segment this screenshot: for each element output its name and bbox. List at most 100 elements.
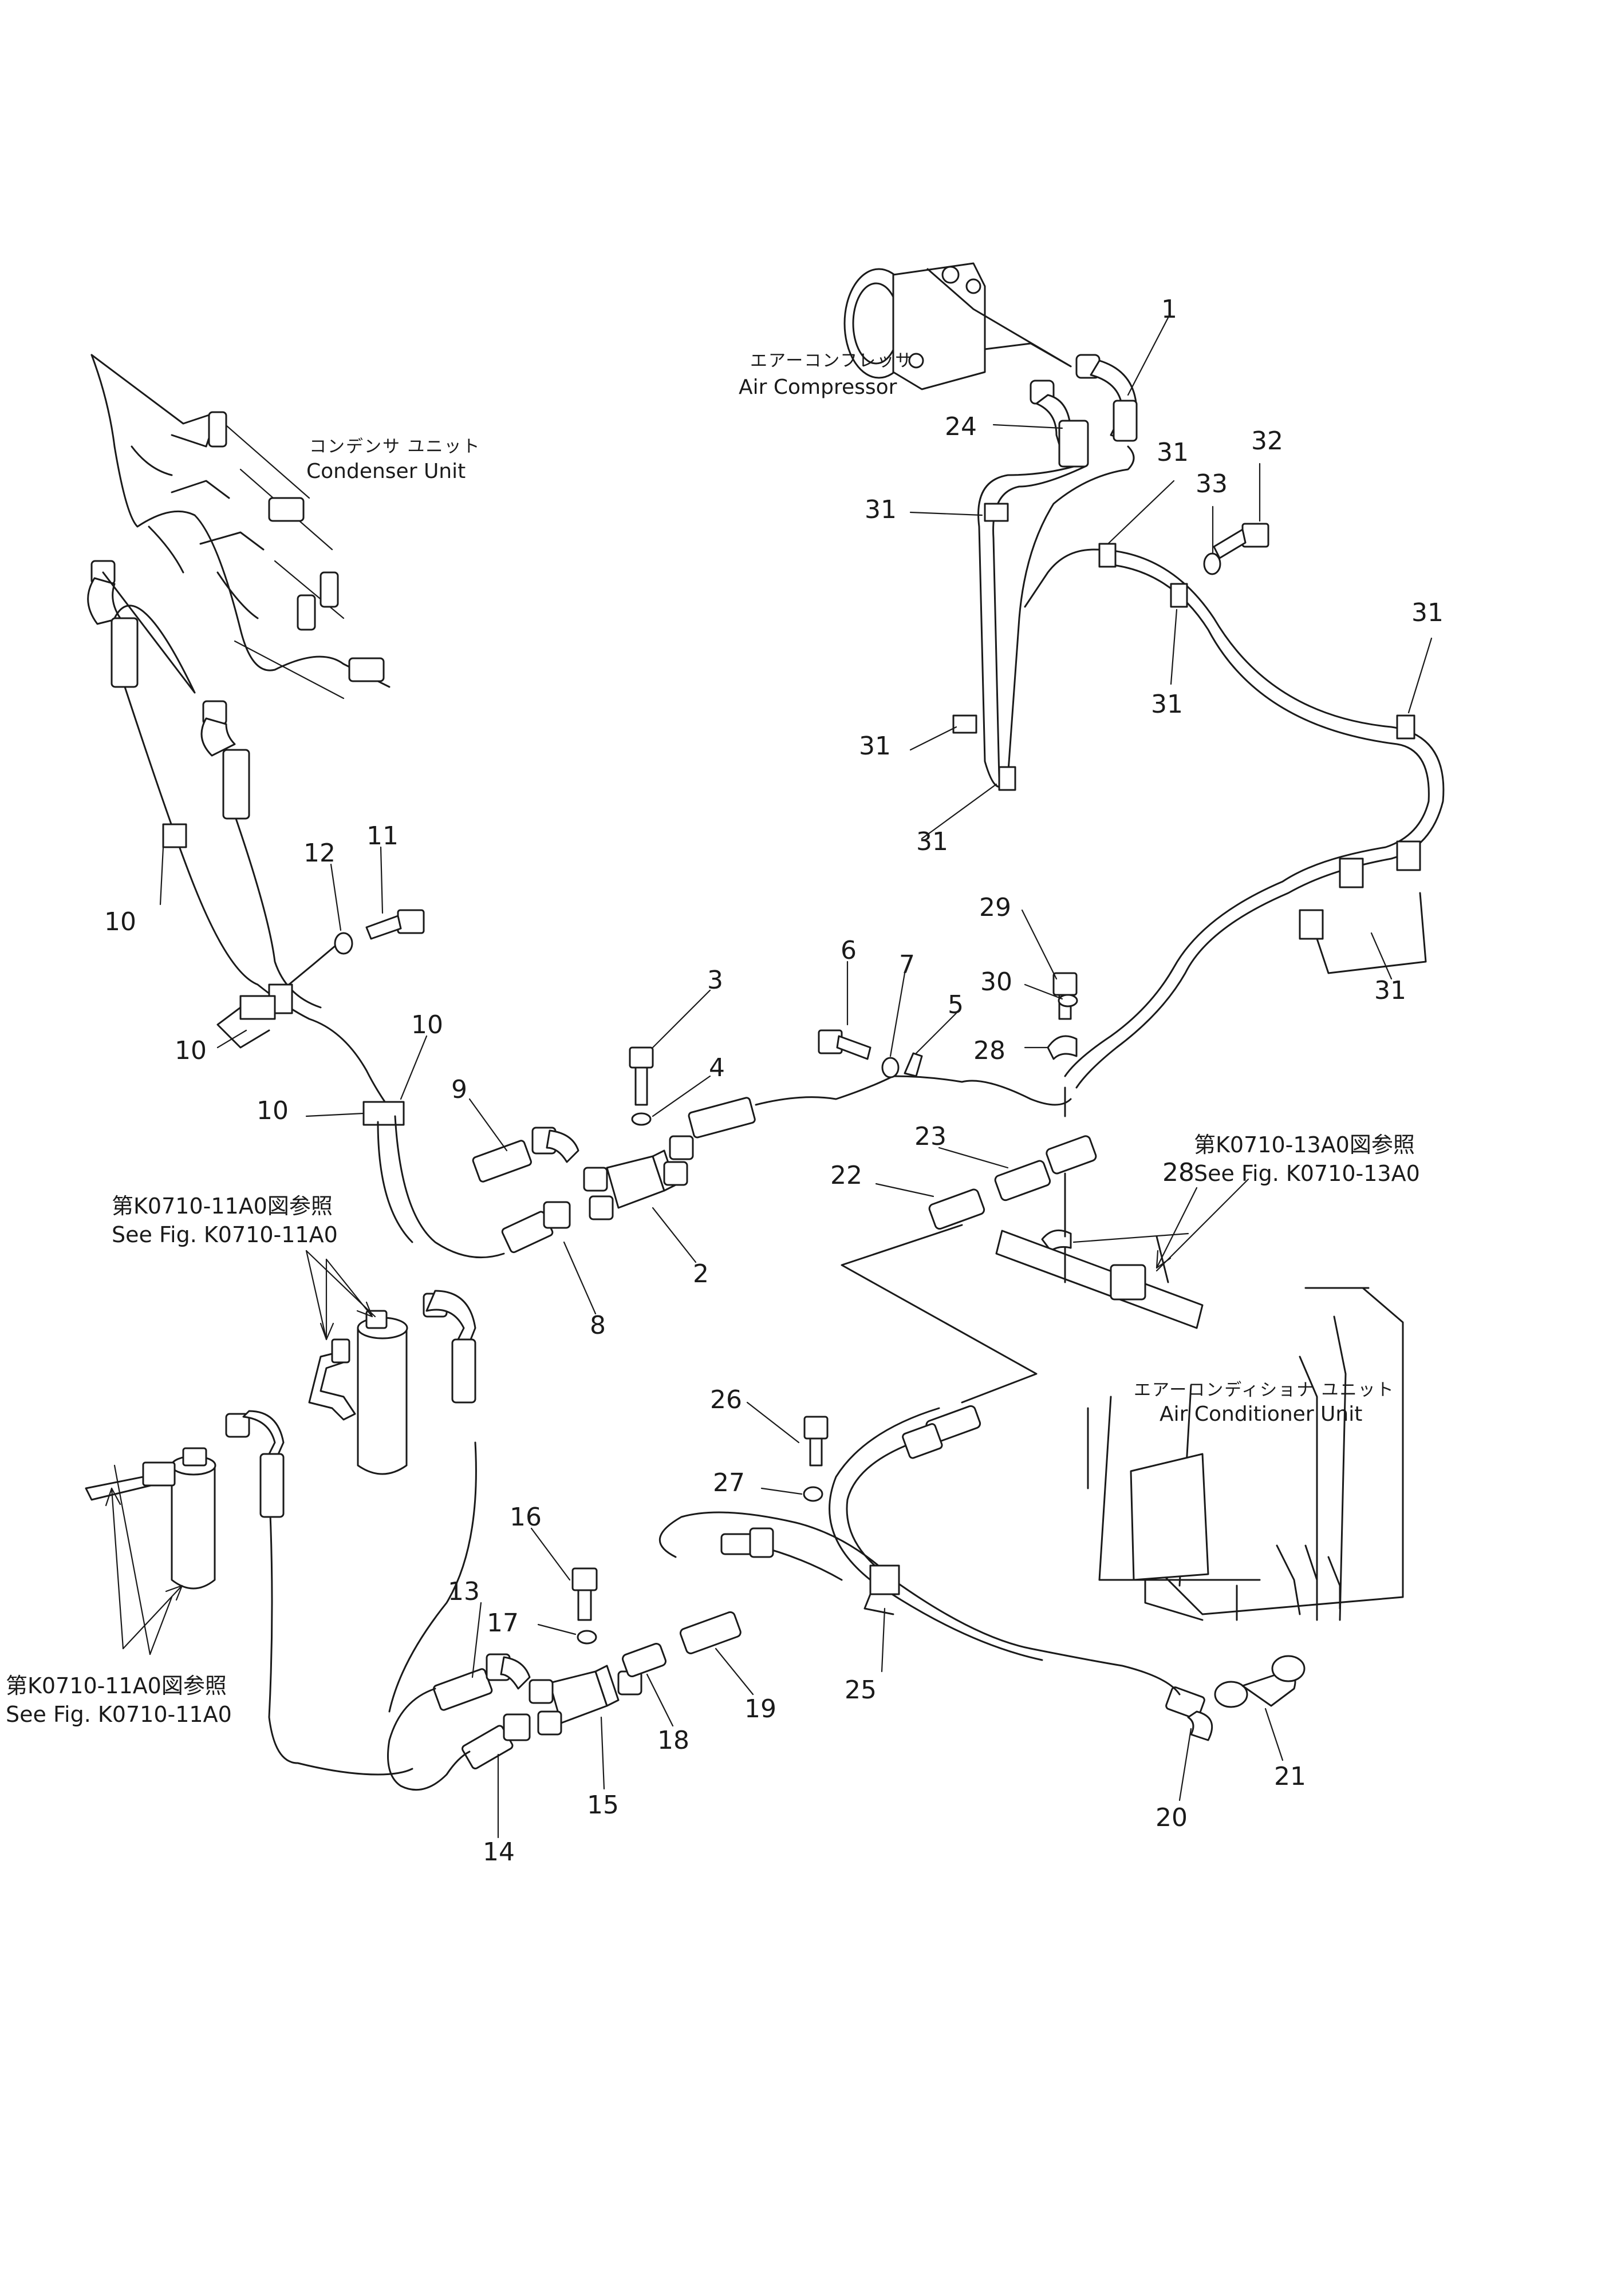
ac-unit-label-en: Air Conditioner Unit — [1160, 1402, 1362, 1426]
clamp-10-group — [162, 823, 405, 1126]
part-number: 6 — [841, 936, 857, 965]
coupler-22 — [928, 1188, 985, 1230]
air-compressor-label-jp: エアーコンフレッサ — [750, 351, 913, 371]
part-number: 31 — [1374, 976, 1406, 1005]
bracket-28-upper — [1047, 1035, 1078, 1060]
part-number: 17 — [487, 1609, 519, 1638]
tee-block-2 — [583, 1149, 688, 1220]
part-number: 10 — [411, 1010, 443, 1040]
part-number: 24 — [945, 412, 977, 441]
part-number: 25 — [845, 1675, 877, 1705]
plate-k0710-13a0 — [995, 1230, 1204, 1329]
fitting-1 — [1075, 354, 1138, 442]
part-number: 16 — [510, 1503, 542, 1532]
washer-33 — [1203, 552, 1221, 575]
coupler-19 — [679, 1611, 742, 1654]
pipe-z — [308, 1338, 356, 1421]
part-number: 8 — [590, 1311, 606, 1340]
bolt-32 — [1213, 523, 1269, 559]
part-number: 10 — [257, 1096, 289, 1125]
part-number: 10 — [104, 907, 136, 936]
receiver-drier-left — [85, 1410, 285, 1590]
washer-4 — [631, 1112, 652, 1126]
part-number: 9 — [451, 1075, 467, 1104]
part-number: 26 — [710, 1385, 742, 1414]
washer-17 — [577, 1630, 597, 1645]
part-number: 20 — [1156, 1803, 1188, 1832]
part-number: 31 — [859, 732, 891, 761]
hose-13-fitting — [433, 1653, 531, 1711]
part-number: 10 — [175, 1036, 207, 1065]
condenser-fittings — [87, 560, 250, 820]
part-number: 28 — [1162, 1158, 1194, 1187]
hose-8-fitting — [501, 1201, 571, 1254]
hose-fitting-right-of-tee — [669, 1097, 756, 1160]
washer-30 — [1058, 994, 1078, 1007]
ref-label-2-en: See Fig. K0710-11A0 — [6, 1702, 232, 1727]
part-number: 18 — [657, 1726, 689, 1755]
bolt-16 — [571, 1567, 598, 1621]
ref-label-3-en: See Fig. K0710-13A0 — [1194, 1161, 1420, 1186]
ref-label-3-jp: 第K0710-13A0図参照 — [1194, 1132, 1415, 1157]
part-number: 31 — [1411, 598, 1444, 627]
part-number: 31 — [916, 827, 948, 856]
ac-unit-label-jp: エアーコンディショナ ユニット — [1134, 1380, 1395, 1400]
part-number: 15 — [587, 1791, 619, 1820]
part-number: 11 — [366, 821, 399, 851]
bolt-3 — [629, 1046, 654, 1106]
hose-9-fitting — [472, 1127, 579, 1183]
ref-label-1-en: See Fig. K0710-11A0 — [112, 1222, 338, 1247]
condenser-label-en: Condenser Unit — [306, 460, 466, 483]
bolt-6 — [818, 1029, 871, 1060]
part-number: 23 — [914, 1122, 947, 1151]
bolt-26 — [803, 1416, 829, 1467]
coupler-23 — [994, 1135, 1097, 1202]
washer-7 — [881, 1057, 900, 1078]
part-number: 7 — [899, 950, 915, 979]
part-number: 21 — [1274, 1762, 1306, 1791]
ref-label-2-jp: 第K0710-11A0図参照 — [6, 1673, 227, 1698]
part-number: 19 — [744, 1694, 776, 1724]
bolt-11 — [365, 909, 425, 940]
small-hose-fitting — [720, 1527, 774, 1558]
fitting-20 — [1165, 1686, 1213, 1741]
washer-12 — [334, 932, 353, 955]
part-number: 22 — [830, 1161, 862, 1190]
air-compressor — [843, 262, 1072, 390]
end-fitting-hose — [902, 1405, 981, 1459]
part-number: 33 — [1196, 469, 1228, 499]
bracket-5 — [904, 1052, 923, 1077]
part-number: 4 — [709, 1053, 725, 1082]
part-number: 31 — [1151, 690, 1183, 719]
part-number: 1 — [1161, 295, 1177, 324]
condenser-label-jp: コンデンサ ユニット — [309, 437, 481, 457]
part-number: 3 — [707, 966, 723, 995]
clamp-25 — [863, 1564, 900, 1615]
clamp-31-group — [952, 503, 1427, 974]
fitting-21 — [1214, 1655, 1306, 1708]
air-conditioner-unit — [1087, 1287, 1404, 1621]
part-number: 32 — [1251, 426, 1283, 456]
hose-14-fitting — [462, 1713, 531, 1769]
part-number: 29 — [979, 893, 1011, 922]
fitting-24 — [1030, 380, 1089, 468]
air-compressor-label-en: Air Compressor — [739, 376, 897, 399]
part-number: 14 — [483, 1837, 515, 1867]
tee-block-15 — [529, 1665, 642, 1736]
part-number: 13 — [448, 1577, 480, 1606]
part-number: 27 — [713, 1468, 745, 1497]
coupler-18 — [622, 1642, 667, 1678]
part-number: 5 — [948, 990, 964, 1019]
part-number: 12 — [303, 839, 336, 868]
bracket-28-lower — [1041, 1229, 1072, 1252]
part-number: 28 — [973, 1036, 1005, 1065]
part-number: 31 — [1157, 438, 1189, 467]
part-number: 2 — [693, 1259, 709, 1289]
washer-27 — [803, 1486, 823, 1502]
condenser-unit — [90, 354, 391, 700]
ref-label-1-jp: 第K0710-11A0図参照 — [112, 1194, 333, 1219]
receiver-drier-right — [357, 1290, 476, 1475]
part-number: 31 — [865, 495, 897, 524]
part-number: 30 — [980, 967, 1012, 997]
